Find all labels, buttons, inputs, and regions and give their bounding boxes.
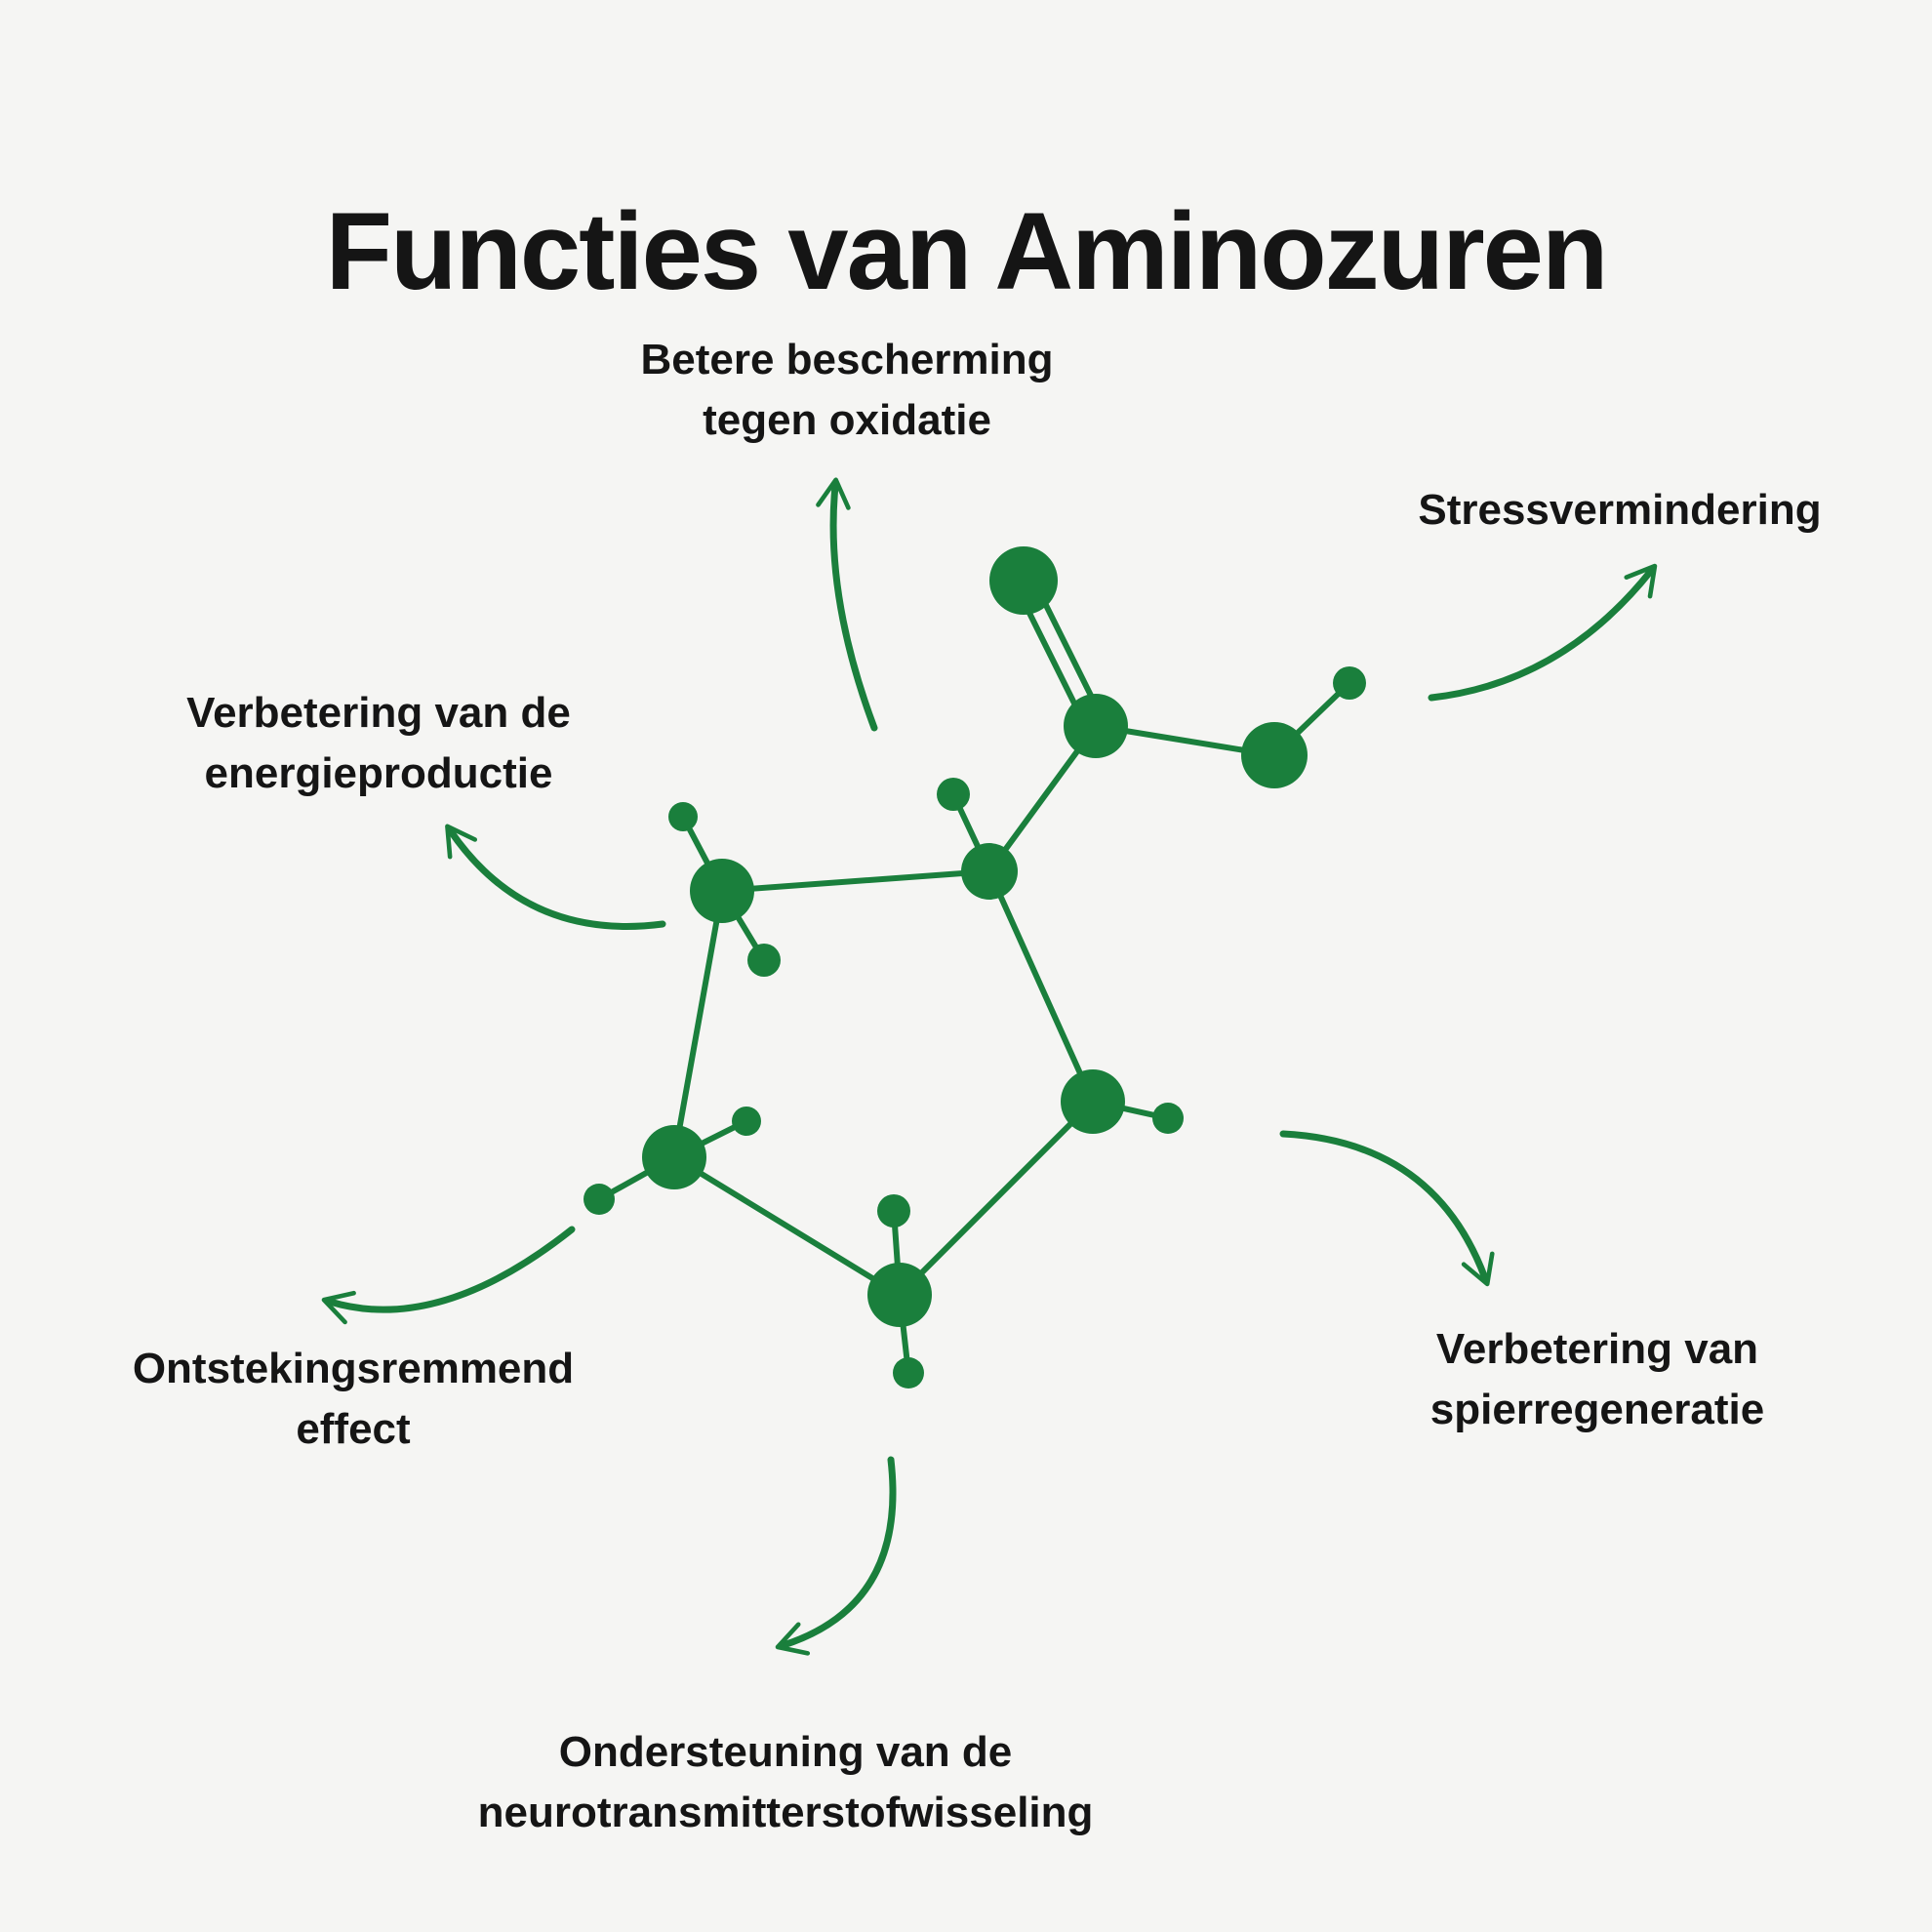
label-muscle-regeneration: Verbetering van spierregeneratie: [1429, 1325, 1765, 1434]
molecule-bond: [719, 868, 992, 894]
molecule-node: [1333, 666, 1366, 700]
molecule-bond: [897, 1099, 1096, 1298]
molecule-bonds: [596, 573, 1352, 1376]
molecule-bond: [671, 1154, 903, 1298]
molecule-node: [877, 1194, 910, 1228]
label-anti-inflammatory: Ontstekingsremmend effect: [132, 1345, 575, 1454]
molecule-node: [1064, 694, 1128, 758]
molecule-bond: [986, 868, 1096, 1105]
molecule-node: [961, 843, 1018, 900]
molecule-node: [989, 546, 1058, 615]
arrow-to-muscle-icon: [1279, 1130, 1495, 1287]
label-oxidation-protection: Betere bescherming tegen oxidatie: [640, 336, 1054, 445]
molecule-node: [732, 1107, 761, 1136]
molecule-atoms: [584, 546, 1366, 1389]
molecule-node: [937, 778, 970, 811]
molecule-node: [1152, 1103, 1184, 1134]
arrow-to-oxidation-icon: [816, 477, 878, 732]
molecule-node: [1241, 722, 1308, 788]
arrow-to-energy-icon: [445, 824, 666, 930]
arrow-to-stress-icon: [1428, 563, 1658, 702]
molecule-node: [1061, 1069, 1125, 1134]
label-energy-production: Verbetering van de energieproductie: [186, 689, 571, 798]
molecule-node: [690, 859, 754, 923]
molecule-node: [747, 944, 781, 977]
label-stress-reduction: Stressvermindering: [1418, 486, 1822, 534]
callout-arrows: [321, 477, 1658, 1656]
page-title: Functies van Aminozuren: [325, 190, 1609, 313]
molecule-illustration: [584, 546, 1366, 1389]
label-neurotransmitter-support: Ondersteuning van de neurotransmittersto…: [477, 1728, 1094, 1837]
molecule-node: [867, 1263, 932, 1327]
molecule-node: [584, 1184, 615, 1215]
arrow-to-inflammation-icon: [321, 1226, 576, 1325]
molecule-node: [893, 1357, 924, 1389]
arrow-to-neuro-icon: [775, 1456, 897, 1656]
molecule-node: [642, 1125, 706, 1189]
molecule-node: [668, 802, 698, 831]
molecule-bond: [671, 888, 725, 1160]
